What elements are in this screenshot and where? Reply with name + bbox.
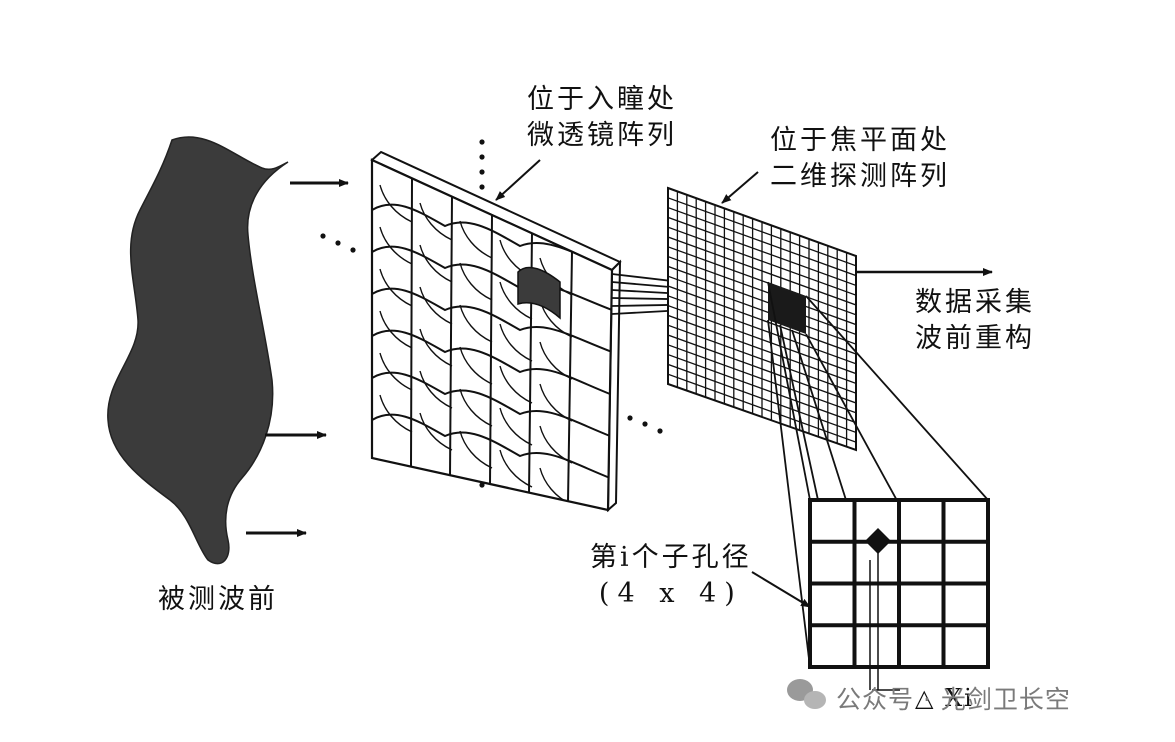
detector-array bbox=[667, 186, 857, 452]
subaperture-label-line1: 第i个子孔径 bbox=[590, 542, 752, 573]
lenslet-label-line2: 微透镜阵列 bbox=[527, 120, 677, 151]
detector-grid-line bbox=[668, 197, 856, 267]
detector-grid-line bbox=[668, 353, 856, 424]
wavefront-label: 被测波前 bbox=[158, 584, 278, 615]
microlens-array bbox=[370, 150, 622, 513]
subaperture-label-line2: (4 x 4) bbox=[598, 578, 743, 609]
detector-label-line1: 位于焦平面处 bbox=[770, 125, 950, 156]
detector-grid-line bbox=[668, 295, 856, 365]
detector-grid-line bbox=[668, 265, 856, 336]
reconstruction-label-line1: 数据采集 bbox=[915, 287, 1035, 318]
detector-grid-line bbox=[668, 255, 856, 326]
lenslet-label: 位于入瞳处 微透镜阵列 bbox=[527, 82, 677, 154]
detector-grid-line bbox=[668, 206, 856, 277]
detector-grid-line bbox=[668, 246, 856, 316]
detector-grid-line bbox=[668, 236, 856, 306]
wechat-icon bbox=[787, 679, 826, 709]
detector-label: 位于焦平面处 二维探测阵列 bbox=[770, 123, 950, 195]
detector-grid-line bbox=[668, 275, 856, 345]
detector-grid-line bbox=[668, 334, 856, 404]
wavefront-blob bbox=[107, 136, 289, 565]
detector-grid-line bbox=[668, 304, 856, 375]
highlighted-lenslet bbox=[517, 266, 561, 320]
reconstruction-label-line2: 波前重构 bbox=[915, 323, 1035, 354]
detector-label-line2: 二维探测阵列 bbox=[770, 161, 950, 192]
detector-grid-line bbox=[668, 314, 856, 385]
watermark-text: 公众号 · 光剑卫长空 bbox=[836, 685, 1071, 714]
lenslet-label-line1: 位于入瞳处 bbox=[527, 84, 677, 115]
subaperture-label: 第i个子孔径 (4 x 4) bbox=[590, 540, 752, 612]
reconstruction-label: 数据采集 波前重构 bbox=[915, 285, 1035, 357]
detector-grid-line bbox=[668, 216, 856, 287]
spot-centroid bbox=[865, 528, 891, 554]
detector-grid-line bbox=[668, 324, 856, 394]
focal-spot-region bbox=[768, 282, 806, 334]
delta-x-label: △ Xi bbox=[915, 684, 974, 712]
subaperture-pointer bbox=[751, 571, 811, 608]
detector-grid-line bbox=[668, 285, 856, 355]
detector-grid-line bbox=[668, 344, 856, 414]
lenslet-pointer bbox=[495, 159, 541, 201]
detector-grid-line bbox=[668, 363, 856, 434]
detector-pointer bbox=[721, 171, 759, 204]
detector-grid-line bbox=[668, 226, 856, 296]
subaperture-zoom bbox=[808, 498, 990, 691]
